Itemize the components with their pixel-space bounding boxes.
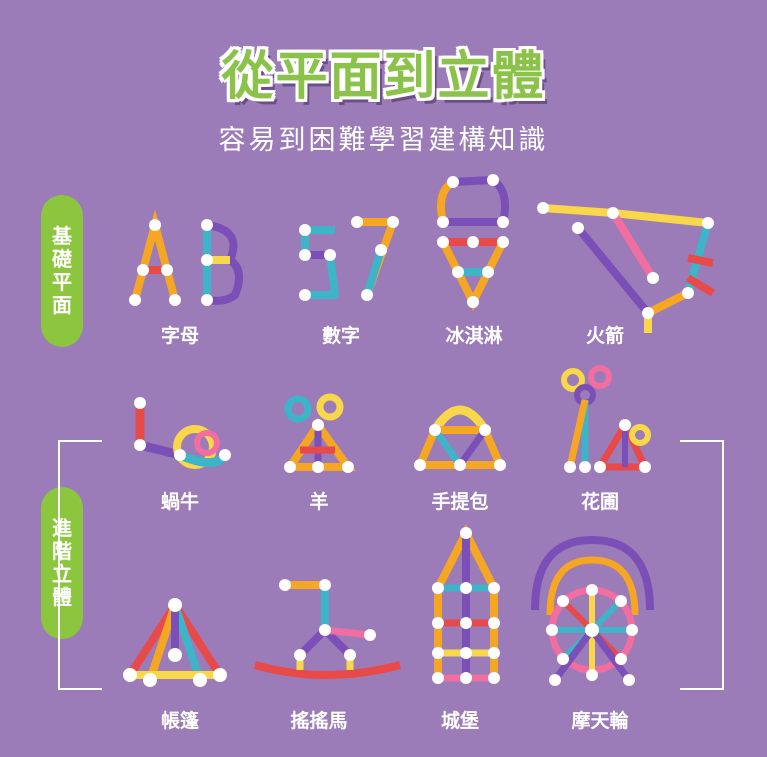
- label-snail: 蝸牛: [160, 491, 199, 513]
- label-icecream: 冰淇淋: [445, 325, 503, 347]
- tag-char: 基: [52, 224, 72, 248]
- icecream-model: [437, 174, 509, 311]
- label-garden: 花圃: [580, 491, 619, 513]
- label-letters: 字母: [160, 325, 199, 347]
- rocket-model: [537, 202, 716, 333]
- page-subtitle: 容易到困難學習建構知識: [218, 125, 549, 156]
- section-tag-advanced: 進 階 立 體: [41, 487, 83, 639]
- sheep-model: [284, 393, 356, 473]
- page-title: 從平面到立體: [221, 47, 546, 107]
- garden-model: [561, 365, 651, 473]
- label-numbers: 數字: [321, 325, 360, 347]
- snail-model: [134, 397, 231, 469]
- numbers-model: [299, 216, 399, 301]
- label-sheep: 羊: [309, 491, 329, 513]
- left-bracket: [58, 440, 102, 690]
- tag-char: 礎: [52, 247, 72, 271]
- tag-char: 階: [52, 539, 72, 563]
- tag-char: 立: [52, 562, 72, 586]
- tag-char: 體: [52, 585, 72, 609]
- tent-model: [123, 597, 227, 687]
- label-ferris-wheel: 摩天輪: [571, 710, 629, 732]
- tag-char: 面: [52, 293, 72, 317]
- label-tent: 帳篷: [160, 710, 199, 732]
- castle-model: [432, 524, 500, 684]
- section-tag-basic: 基 礎 平 面: [41, 195, 83, 347]
- tag-char: 進: [52, 516, 72, 540]
- letters-model: [129, 209, 243, 306]
- handbag-model: [414, 405, 507, 471]
- ferris-wheel-model: [531, 535, 654, 686]
- rocking-horse-model: [253, 579, 402, 679]
- right-bracket: [680, 440, 724, 690]
- label-rocket: 火箭: [585, 325, 624, 347]
- label-rocking-horse: 搖搖馬: [290, 710, 348, 732]
- label-handbag: 手提包: [431, 491, 489, 513]
- tag-char: 平: [52, 270, 72, 294]
- label-castle: 城堡: [440, 710, 479, 732]
